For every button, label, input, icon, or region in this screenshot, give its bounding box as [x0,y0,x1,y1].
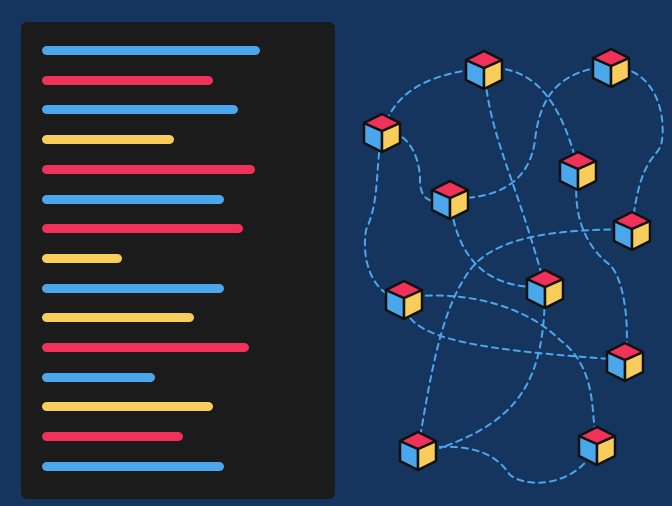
network-nodes [362,47,652,472]
code-panel [21,22,335,499]
code-line [42,313,194,323]
network-link [403,294,598,445]
network-link [439,286,546,449]
network-links [363,65,664,484]
cube-icon [430,179,470,221]
code-line [42,253,122,263]
code-line [42,283,224,293]
code-line [42,46,260,55]
network-link [610,65,664,230]
cube-icon [605,341,645,383]
network-link [575,168,628,361]
network-link [417,443,598,484]
cube-icon [362,112,402,154]
code-line [42,75,213,85]
cube-icon [558,150,598,192]
code-line [42,194,224,204]
code-line [42,372,155,382]
cube-icon [612,210,652,252]
network-link [417,228,633,450]
code-line [42,343,249,352]
code-line [42,224,243,234]
network-link [483,67,546,288]
code-line [42,105,238,115]
cube-icon [384,279,424,321]
cube-icon [398,430,438,472]
code-line [42,402,213,412]
network-link [363,130,405,300]
code-line [42,432,183,442]
code-line [42,135,174,145]
code-line [42,164,255,174]
cube-icon [591,47,631,89]
code-line [42,461,224,471]
cube-icon [525,268,565,310]
cube-icon [464,49,504,91]
network-link [449,65,612,200]
cube-icon [577,425,617,467]
